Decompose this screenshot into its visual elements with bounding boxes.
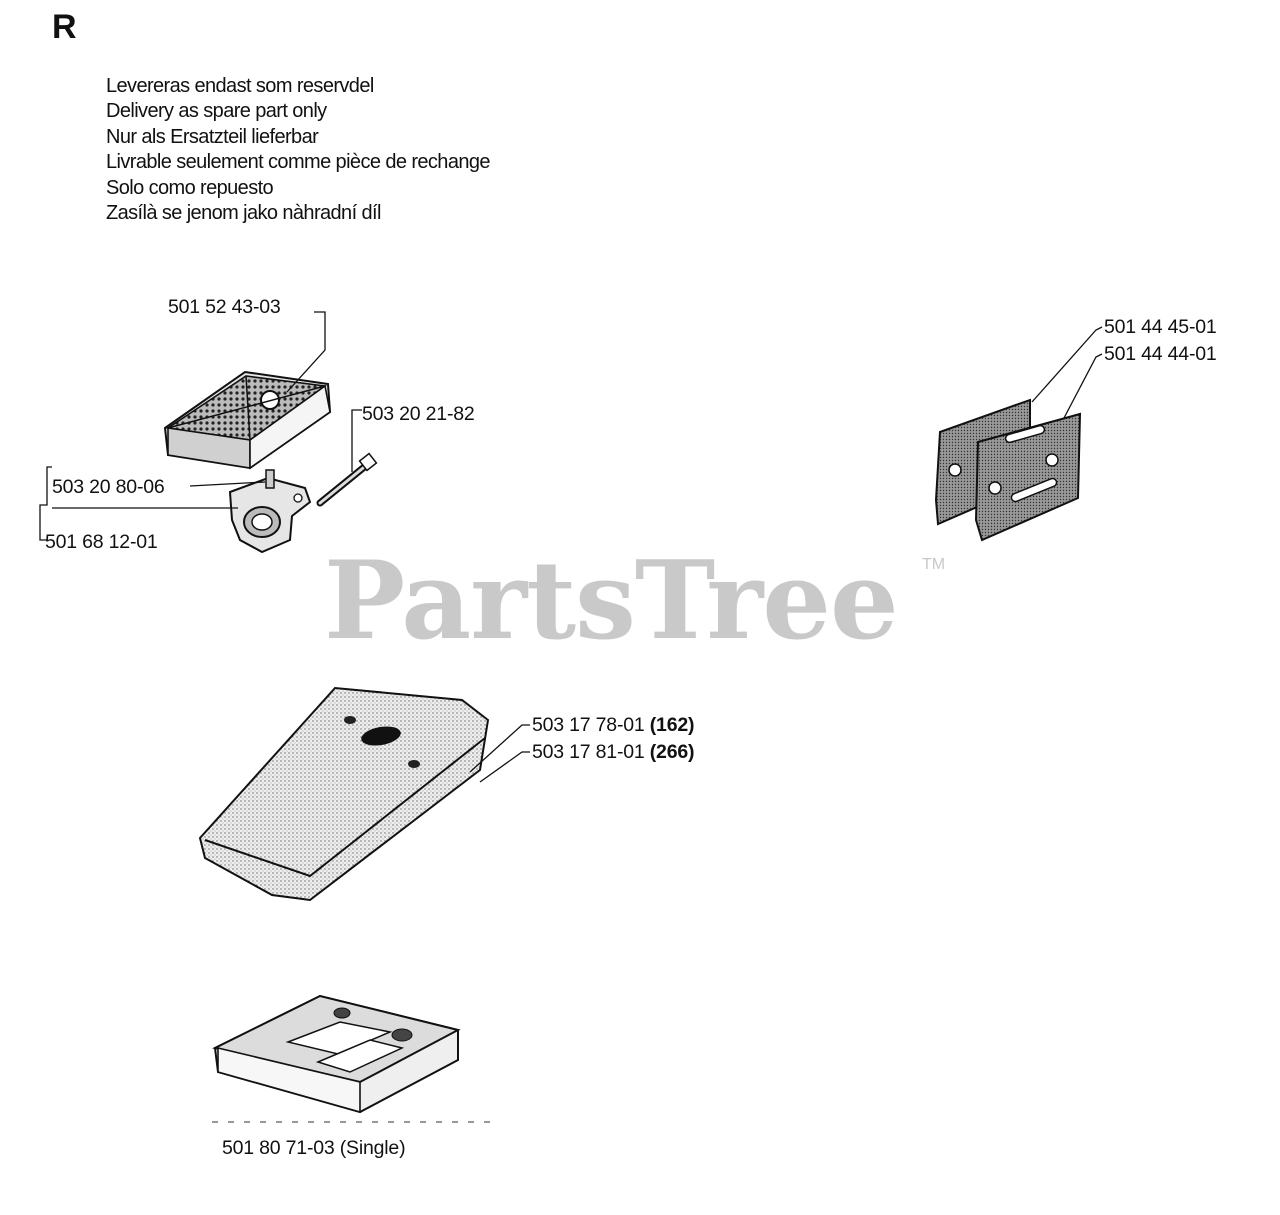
leader-plate-a [1031, 326, 1103, 403]
foam-filter-illustration [198, 686, 490, 902]
air-filter-note: (Single) [339, 1137, 406, 1159]
part-number-foam-b[interactable]: 503 17 81-01 (266) [532, 741, 694, 764]
bracket-adapter [39, 466, 52, 541]
leader-adapter-a [189, 481, 266, 487]
part-number-plate-b[interactable]: 501 44 44-01 [1104, 343, 1217, 365]
note-english: Delivery as spare part only [106, 100, 327, 123]
partstree-watermark: PartsTree [324, 538, 899, 664]
air-filter-illustration [212, 994, 495, 1123]
part-number-filter-cover[interactable]: 501 52 43-03 [168, 296, 281, 318]
foam-a-number: 503 17 78-01 [532, 714, 645, 736]
air-filter-number: 501 80 71-03 [222, 1137, 335, 1159]
note-czech: Zasílà se jenom jako nàhradní díl [106, 202, 381, 225]
part-number-air-filter[interactable]: 501 80 71-03 (Single) [222, 1137, 406, 1160]
part-number-adapter-a[interactable]: 503 20 80-06 [52, 476, 165, 498]
foam-b-model: (266) [649, 741, 695, 763]
section-letter: R [52, 8, 77, 46]
leader-foam-a [469, 724, 530, 773]
spare-part-notes: Levereras endast som reservdel Delivery … [106, 74, 491, 226]
adapter-illustration [228, 469, 312, 554]
note-french: Livrable seulement comme pièce de rechan… [106, 151, 491, 174]
part-number-foam-a[interactable]: 503 17 78-01 (162) [532, 714, 694, 737]
part-number-bolt[interactable]: 503 20 21-82 [362, 403, 475, 425]
leader-plate-b [1063, 353, 1103, 419]
note-swedish: Levereras endast som reservdel [106, 75, 374, 97]
note-german: Nur als Ersatzteil lieferbar [106, 125, 319, 148]
leader-bolt [351, 409, 362, 472]
filter-cover-top-illustration [163, 370, 332, 470]
leader-filter-cover [286, 311, 326, 393]
leader-foam-b [479, 751, 530, 783]
note-spanish: Solo como repuesto [106, 176, 274, 199]
foam-a-model: (162) [649, 714, 695, 736]
trademark-mark: TM [922, 556, 946, 573]
part-number-plate-a[interactable]: 501 44 45-01 [1104, 316, 1217, 338]
guide-plates-illustration [934, 398, 1082, 542]
foam-b-number: 503 17 81-01 [532, 741, 645, 763]
bolt-illustration [316, 452, 378, 507]
part-number-adapter-b[interactable]: 501 68 12-01 [45, 531, 158, 553]
